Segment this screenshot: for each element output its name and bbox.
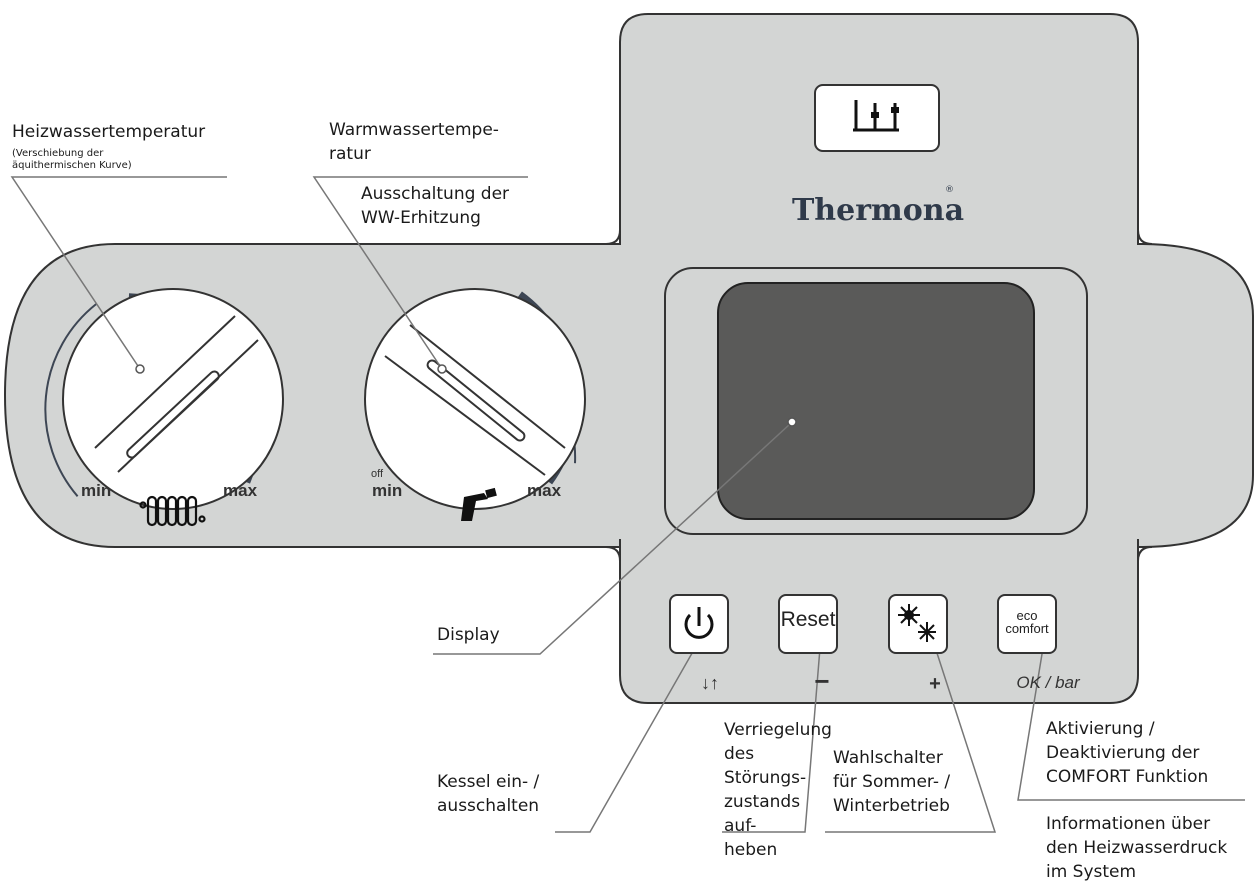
display-screen (717, 282, 1035, 520)
power-label: Kessel ein- / ausschalten (437, 772, 540, 816)
display-label: Display (437, 625, 500, 645)
power-button[interactable] (669, 594, 729, 654)
brand-logo: Thermona (792, 193, 964, 228)
heating-max-label: max (223, 481, 258, 500)
heating-scale-arc-thin (44, 303, 97, 497)
heating-circuit-glyph (853, 100, 899, 132)
reset-button-label: Reset (780, 608, 836, 631)
dhw-off-label: off (371, 468, 384, 480)
dhw-off-label-text: Ausschaltung der WW-Erhitzung (361, 184, 510, 228)
heating-knob (44, 288, 284, 510)
leader-lines (10, 176, 1245, 833)
heating-temperature-label: Heizwassertemperatur (12, 122, 206, 142)
heating-min-label: min (81, 481, 111, 500)
dhw-max-label: max (527, 481, 562, 500)
dhw-temperature-label: Warmwassertempe- ratur (329, 120, 499, 164)
season-button[interactable] (888, 594, 948, 654)
comfort-label: comfort (1005, 621, 1049, 636)
heating-temperature-note-2: äquithermischen Kurve) (12, 160, 132, 171)
sun-snowflake-icon (898, 604, 936, 642)
reset-sub-label: − (814, 666, 829, 696)
heating-temperature-note-1: (Verschiebung der (12, 148, 104, 159)
reset-button[interactable]: Reset (778, 594, 838, 654)
radiator-icon (139, 495, 206, 527)
reset-label: Verriegelung des Störungs- zustands auf-… (724, 720, 832, 860)
eco-comfort-button[interactable]: eco comfort (997, 594, 1057, 654)
power-sub-label: ↓↑ (701, 673, 719, 693)
comfort-label-text: Aktivierung / Deaktivierung der COMFORT … (1046, 719, 1209, 787)
eco-label: eco (1016, 608, 1038, 623)
eco-sub-label: OK / bar (1016, 673, 1081, 692)
tap-icon (461, 487, 497, 521)
power-icon (684, 607, 714, 639)
dhw-min-label: min (372, 481, 402, 500)
season-label: Wahlschalter für Sommer- / Winterbetrieb (833, 748, 951, 816)
bottom-tab (619, 539, 1139, 704)
season-sub-label: + (929, 673, 941, 695)
brand-registered-mark: ® (945, 185, 954, 195)
pressure-label: Informationen über den Heizwasserdruck i… (1046, 814, 1228, 882)
dhw-knob (364, 288, 586, 510)
